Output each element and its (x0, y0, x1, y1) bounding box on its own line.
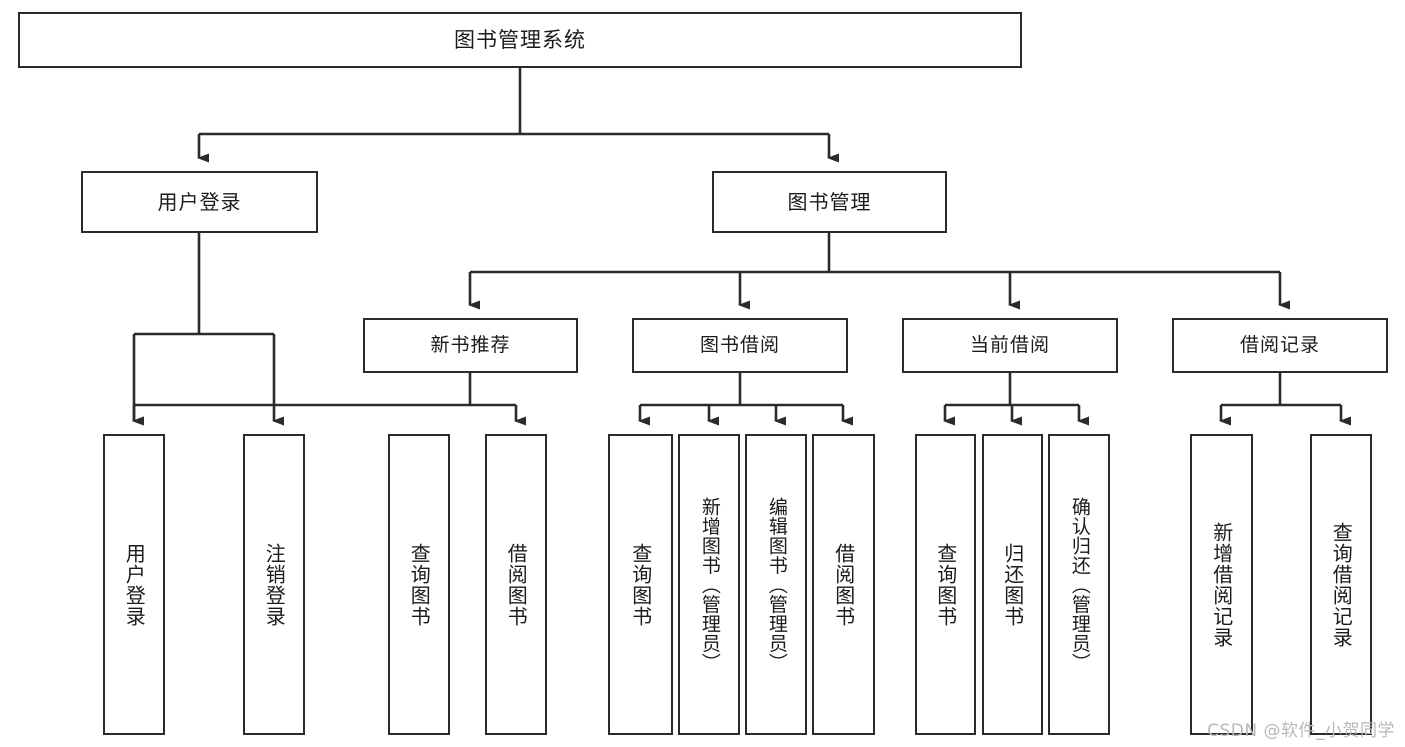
leaf-node-label: 确认归还（管理员） (1068, 496, 1091, 673)
leaf-node-label: 借阅图书 (504, 542, 529, 627)
level2-node-label: 图书管理 (787, 189, 872, 214)
leaf-node-label: 查询图书 (628, 542, 653, 627)
level3-node-1[interactable]: 图书借阅 (632, 318, 848, 373)
level3-node-3[interactable]: 借阅记录 (1172, 318, 1388, 373)
level3-node-2[interactable]: 当前借阅 (902, 318, 1118, 373)
leaf-node-label: 归还图书 (1000, 542, 1025, 627)
leaf-node-label: 借阅图书 (831, 542, 856, 627)
leaf-node-7[interactable]: 借阅图书 (812, 434, 875, 735)
leaf-node-1[interactable]: 注销登录 (243, 434, 305, 735)
leaf-node-label: 查询图书 (407, 542, 432, 627)
edge-group (132, 68, 1351, 426)
leaf-node-6[interactable]: 编辑图书（管理员） (745, 434, 807, 735)
leaf-node-label: 查询图书 (933, 542, 958, 627)
level2-node-1[interactable]: 图书管理 (712, 171, 947, 233)
leaf-node-label: 用户登录 (122, 542, 147, 627)
leaf-node-11[interactable]: 新增借阅记录 (1190, 434, 1253, 735)
leaf-node-4[interactable]: 查询图书 (608, 434, 673, 735)
leaf-node-label: 注销登录 (262, 542, 287, 627)
leaf-node-10[interactable]: 确认归还（管理员） (1048, 434, 1110, 735)
leaf-node-12[interactable]: 查询借阅记录 (1310, 434, 1372, 735)
watermark-text: CSDN @软件_小贺同学 (1207, 721, 1395, 741)
leaf-node-label: 新增借阅记录 (1209, 521, 1234, 648)
leaf-node-label: 新增图书（管理员） (698, 496, 721, 673)
level2-node-label: 用户登录 (157, 189, 242, 214)
level3-node-label: 当前借阅 (969, 333, 1050, 356)
leaf-node-0[interactable]: 用户登录 (103, 434, 165, 735)
level3-node-label: 新书推荐 (430, 333, 511, 356)
root-node-label: 图书管理系统 (454, 27, 586, 52)
leaf-node-label: 查询借阅记录 (1329, 521, 1354, 648)
leaf-node-2[interactable]: 查询图书 (388, 434, 450, 735)
leaf-node-9[interactable]: 归还图书 (982, 434, 1043, 735)
root-node[interactable]: 图书管理系统 (18, 12, 1022, 68)
leaf-node-5[interactable]: 新增图书（管理员） (678, 434, 740, 735)
leaf-node-3[interactable]: 借阅图书 (485, 434, 547, 735)
level3-node-label: 借阅记录 (1239, 333, 1320, 356)
level2-node-0[interactable]: 用户登录 (81, 171, 318, 233)
leaf-node-label: 编辑图书（管理员） (765, 496, 788, 673)
level3-node-label: 图书借阅 (699, 333, 780, 356)
leaf-node-8[interactable]: 查询图书 (915, 434, 976, 735)
level3-node-0[interactable]: 新书推荐 (363, 318, 578, 373)
